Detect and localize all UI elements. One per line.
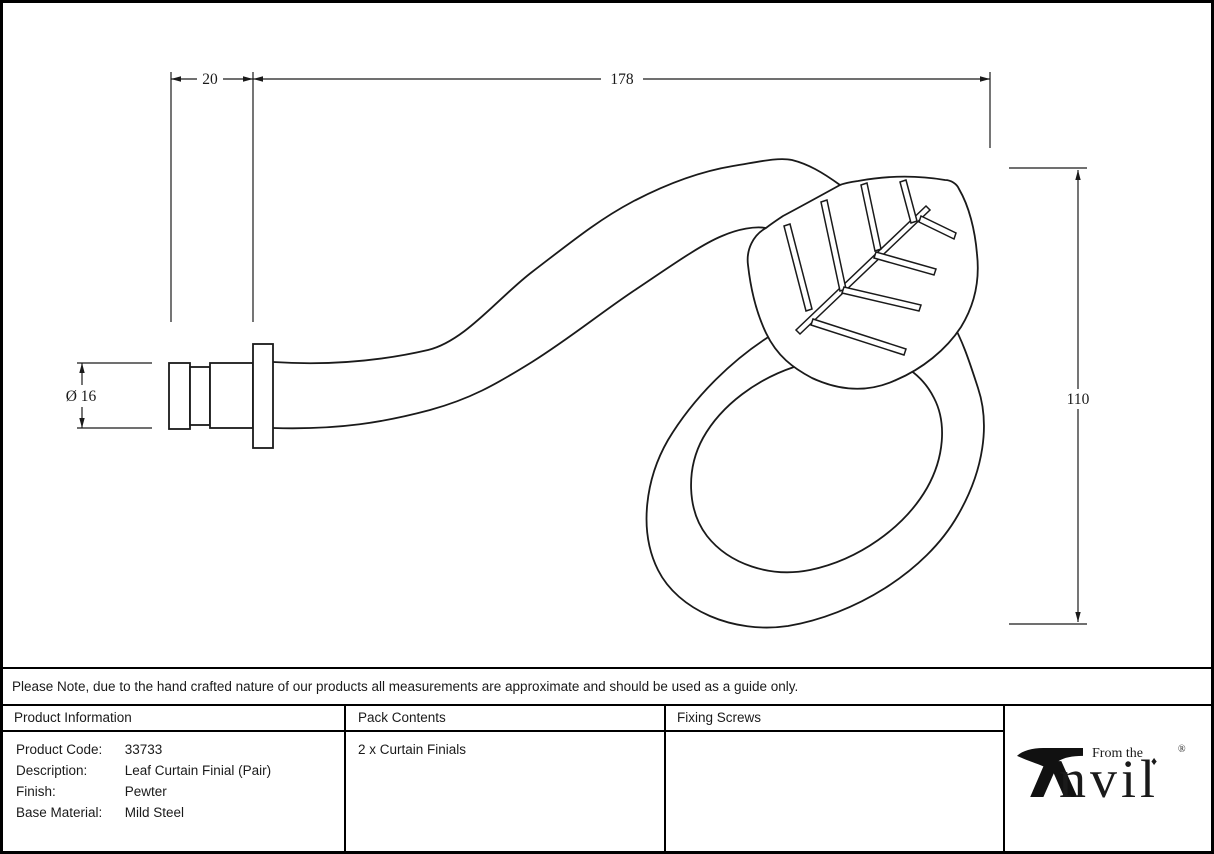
description-value: Leaf Curtain Finial (Pair) (124, 763, 272, 778)
description-label: Description: (16, 763, 88, 778)
pack-contents-cell: 2 x Curtain Finials (358, 742, 467, 757)
header-pack-contents: Pack Contents (358, 710, 446, 725)
finial-shaft (168, 343, 274, 449)
leaf-vein-lower-1 (918, 214, 957, 241)
arrowhead-left (253, 76, 263, 82)
dimension-value-110: 110 (1067, 391, 1090, 408)
leaf-vein-upper-3 (860, 182, 882, 252)
arrowhead-right (980, 76, 990, 82)
header-product-information: Product Information (14, 710, 132, 725)
finial-stem (272, 158, 841, 430)
table-row: Product Code: 33733 (16, 739, 271, 760)
arrowhead-down (79, 418, 85, 428)
finial-leaf (746, 175, 979, 390)
anvil-icon (1017, 748, 1083, 797)
logo-from-the-text: From the (1092, 746, 1143, 761)
base-material-label: Base Material: (16, 805, 103, 820)
arrowhead-left (171, 76, 181, 82)
ring-outer-edge (645, 321, 985, 629)
dimension-value-178: 178 (610, 71, 634, 88)
arrowhead-down (1075, 612, 1081, 622)
registered-trademark-icon: ® (1178, 744, 1186, 755)
arrowhead-up (1075, 170, 1081, 180)
arrowhead-right (243, 76, 253, 82)
leaf-vein-lower-2 (873, 251, 937, 276)
header-fixing-screws: Fixing Screws (677, 710, 762, 725)
leaf-vein-upper-2 (820, 199, 847, 292)
dimension-overall-length: 178 (253, 71, 991, 148)
dimension-diameter: Ø 16 (66, 362, 152, 429)
leaf-outline (746, 175, 979, 390)
table-row: Description: Leaf Curtain Finial (Pair) (16, 760, 271, 781)
table-rules (3, 666, 1211, 851)
shaft-end-cap (168, 362, 191, 430)
diamond-icon: ♦ (1151, 754, 1158, 768)
leaf-vein-lower-4 (810, 318, 907, 356)
leaf-vein-upper-4 (899, 179, 918, 224)
logo-anvil-text: nvil (1059, 749, 1160, 809)
stem-top-edge (272, 158, 841, 365)
base-material-value: Mild Steel (124, 805, 185, 820)
ring-inner-edge (690, 366, 943, 574)
product-information-cell: Product Code: 33733 Description: Leaf Cu… (16, 739, 271, 823)
table-row: Finish: Pewter (16, 781, 271, 802)
finish-label: Finish: (16, 784, 56, 799)
product-code-value: 33733 (124, 742, 163, 757)
handcrafted-note: Please Note, due to the hand crafted nat… (12, 679, 799, 694)
leaf-veins (783, 179, 957, 356)
leaf-midrib (794, 204, 932, 336)
arrowhead-up (79, 363, 85, 373)
stem-bottom-edge (272, 226, 767, 430)
dimension-overall-height: 110 (1009, 167, 1090, 625)
dimension-value-20: 20 (202, 71, 218, 88)
dimension-shank-length: 20 (170, 71, 254, 322)
table-row: Base Material: Mild Steel (16, 802, 271, 823)
technical-drawing: 20 178 110 Ø 16 (3, 71, 1211, 851)
product-code-label: Product Code: (16, 742, 103, 757)
dimension-value-diameter: Ø 16 (66, 388, 97, 405)
shaft-step (189, 366, 211, 426)
leaf-vein-upper-1 (783, 223, 813, 312)
finial-ring (645, 321, 985, 629)
leaf-vein-lower-3 (841, 286, 922, 312)
finish-value: Pewter (124, 784, 167, 799)
shaft-barrel (209, 362, 254, 429)
shaft-collar (252, 343, 274, 449)
